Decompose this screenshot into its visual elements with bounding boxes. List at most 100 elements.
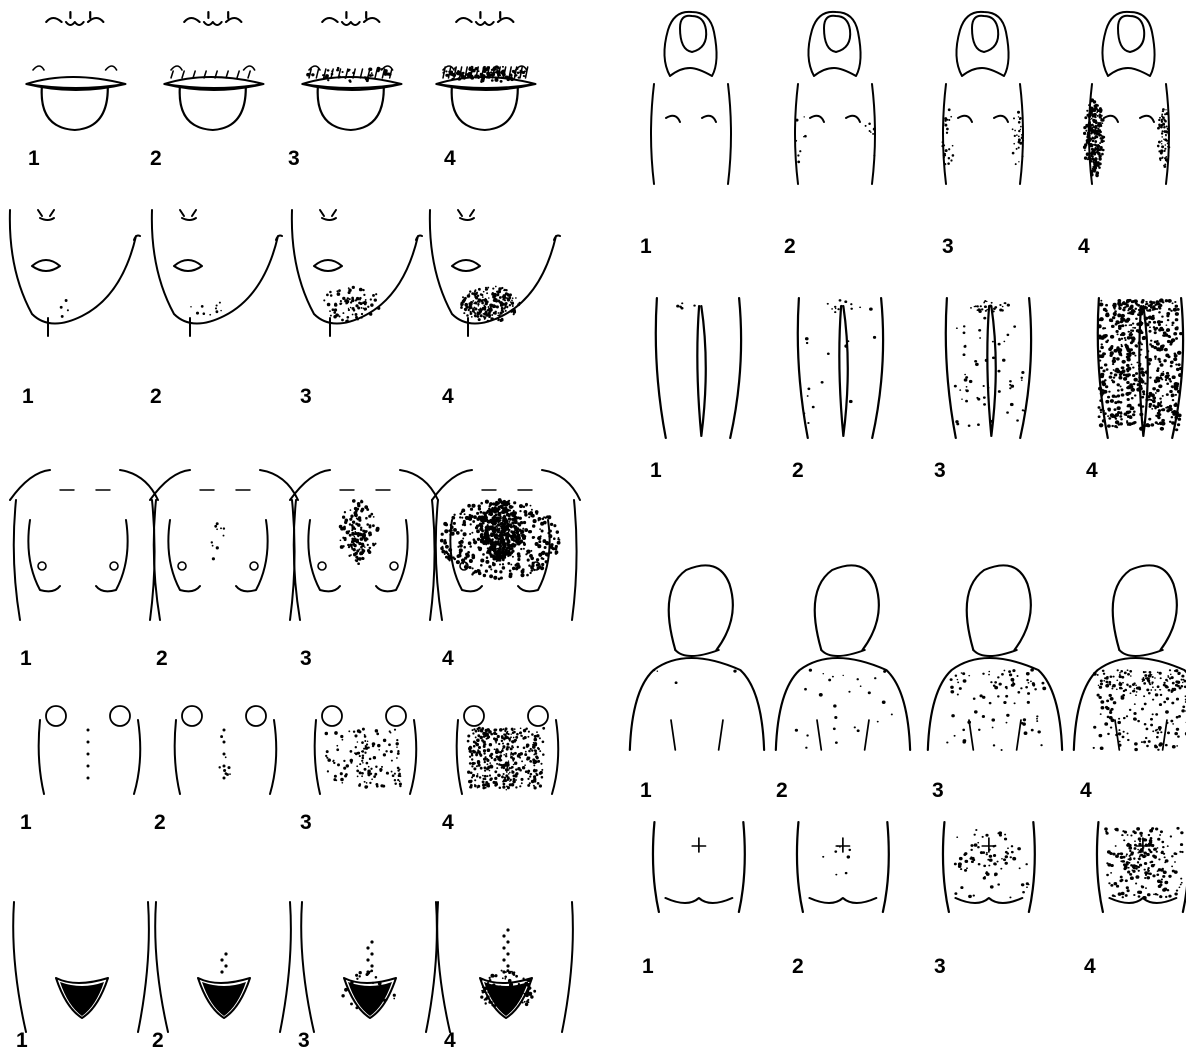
upper-abdomen-grade-1-illustration — [20, 708, 160, 798]
chin-grade-label: 2 — [150, 386, 162, 407]
upper-lip-grade-4-illustration — [432, 8, 542, 138]
chest-grade-1-illustration — [8, 460, 158, 620]
upper-lip-grade-label: 2 — [150, 148, 162, 169]
chest-grade-label: 4 — [442, 648, 454, 669]
upper-abdomen-grade-4-illustration — [438, 708, 578, 798]
chest-grade-3-illustration — [288, 460, 438, 620]
chin-grade-label: 3 — [300, 386, 312, 407]
thigh-grade-label: 1 — [650, 460, 662, 481]
upper-arm-grade-1-drawing — [642, 18, 742, 218]
chest-grade-label: 3 — [300, 648, 312, 669]
upper-back-grade-label: 1 — [640, 780, 652, 801]
upper-back-grade-label: 2 — [776, 780, 788, 801]
lower-abdomen-grade-label: 2 — [152, 1030, 164, 1051]
lower-abdomen-grade-4-illustration — [432, 898, 582, 1036]
upper-arm-grade-3-drawing — [934, 18, 1034, 218]
lower-abdomen-grade-3-drawing — [296, 898, 446, 1036]
thigh-grade-4-illustration — [1090, 296, 1186, 436]
upper-lip-grade-3-illustration — [298, 8, 408, 138]
chin-grade-2-illustration — [150, 200, 300, 360]
chest-grade-3-drawing — [288, 460, 438, 620]
chest-grade-label: 2 — [156, 648, 168, 669]
upper-back-grade-2-drawing — [778, 560, 908, 770]
chest-grade-label: 1 — [20, 648, 32, 669]
upper-lip-grade-1-illustration — [22, 8, 132, 138]
lower-abdomen-grade-2-drawing — [150, 898, 300, 1036]
chin-grade-2-drawing — [150, 200, 300, 360]
lower-abdomen-grade-label: 4 — [444, 1030, 456, 1051]
lower-back-grade-4-illustration — [1094, 818, 1186, 938]
upper-lip-grade-label: 1 — [28, 148, 40, 169]
lower-back-grade-4-drawing — [1094, 818, 1186, 938]
lower-abdomen-grade-1-drawing — [8, 898, 158, 1036]
upper-abdomen-grade-label: 4 — [442, 812, 454, 833]
upper-abdomen-grade-3-drawing — [296, 708, 436, 798]
chest-grade-4-drawing — [430, 460, 580, 620]
upper-arm-grade-2-illustration — [786, 18, 886, 218]
thigh-grade-3-illustration — [938, 296, 1038, 436]
lower-back-grade-label: 4 — [1084, 956, 1096, 977]
lower-back-grade-3-drawing — [940, 818, 1040, 938]
upper-lip-grade-3-drawing — [298, 8, 408, 138]
lower-back-grade-2-drawing — [794, 818, 894, 938]
upper-back-grade-3-illustration — [930, 560, 1060, 770]
chin-grade-4-illustration — [428, 200, 578, 360]
chest-grade-4-illustration — [430, 460, 580, 620]
upper-abdomen-grade-label: 3 — [300, 812, 312, 833]
thigh-grade-label: 3 — [934, 460, 946, 481]
upper-lip-grade-2-drawing — [160, 8, 270, 138]
thigh-grade-3-drawing — [938, 296, 1038, 436]
lower-back-grade-label: 3 — [934, 956, 946, 977]
lower-back-grade-1-illustration — [650, 818, 750, 938]
upper-arm-grade-2-drawing — [786, 18, 886, 218]
upper-arm-grade-label: 2 — [784, 236, 796, 257]
upper-back-grade-2-illustration — [778, 560, 908, 770]
lower-abdomen-grade-1-illustration — [8, 898, 158, 1036]
upper-arm-grade-4-illustration — [1080, 18, 1180, 218]
upper-back-grade-4-illustration — [1076, 560, 1186, 770]
chin-grade-3-drawing — [290, 200, 440, 360]
thigh-grade-label: 2 — [792, 460, 804, 481]
upper-back-grade-1-drawing — [632, 560, 762, 770]
lower-abdomen-grade-2-illustration — [150, 898, 300, 1036]
upper-lip-grade-2-illustration — [160, 8, 270, 138]
chin-grade-1-illustration — [8, 200, 158, 360]
chest-grade-1-drawing — [8, 460, 158, 620]
thigh-grade-1-drawing — [648, 296, 748, 436]
upper-abdomen-grade-label: 1 — [20, 812, 32, 833]
lower-back-grade-3-illustration — [940, 818, 1040, 938]
chin-grade-4-drawing — [428, 200, 578, 360]
thigh-grade-4-drawing — [1090, 296, 1186, 436]
upper-arm-grade-4-drawing — [1080, 18, 1180, 218]
lower-back-grade-1-drawing — [650, 818, 750, 938]
lower-back-grade-2-illustration — [794, 818, 894, 938]
upper-arm-grade-1-illustration — [642, 18, 742, 218]
upper-abdomen-grade-4-drawing — [438, 708, 578, 798]
upper-lip-grade-label: 4 — [444, 148, 456, 169]
lower-abdomen-grade-label: 1 — [16, 1030, 28, 1051]
upper-back-grade-3-drawing — [930, 560, 1060, 770]
upper-back-grade-label: 3 — [932, 780, 944, 801]
upper-abdomen-grade-2-drawing — [156, 708, 296, 798]
thigh-grade-1-illustration — [648, 296, 748, 436]
lower-abdomen-grade-3-illustration — [296, 898, 446, 1036]
upper-abdomen-grade-2-illustration — [156, 708, 296, 798]
upper-arm-grade-label: 4 — [1078, 236, 1090, 257]
chin-grade-1-drawing — [8, 200, 158, 360]
upper-lip-grade-4-drawing — [432, 8, 542, 138]
upper-arm-grade-3-illustration — [934, 18, 1034, 218]
thigh-grade-2-drawing — [790, 296, 890, 436]
upper-lip-grade-label: 3 — [288, 148, 300, 169]
upper-arm-grade-label: 1 — [640, 236, 652, 257]
chest-grade-2-illustration — [148, 460, 298, 620]
chin-grade-label: 4 — [442, 386, 454, 407]
upper-back-grade-4-drawing — [1076, 560, 1186, 770]
thigh-grade-2-illustration — [790, 296, 890, 436]
chin-grade-3-illustration — [290, 200, 440, 360]
chin-grade-label: 1 — [22, 386, 34, 407]
upper-arm-grade-label: 3 — [942, 236, 954, 257]
lower-back-grade-label: 1 — [642, 956, 654, 977]
upper-abdomen-grade-1-drawing — [20, 708, 160, 798]
upper-abdomen-grade-label: 2 — [154, 812, 166, 833]
